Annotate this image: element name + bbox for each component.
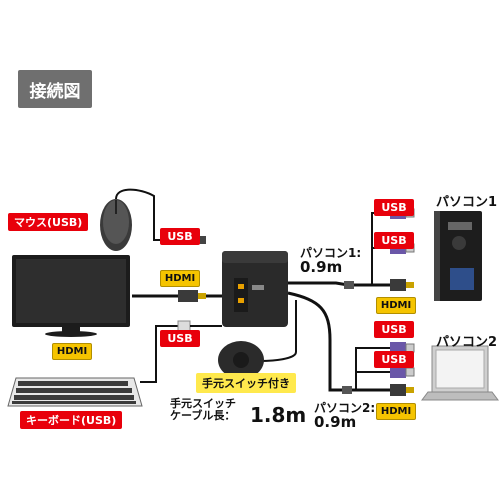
pc2-usb-tag-2: USB bbox=[374, 351, 414, 368]
mouse-usb-tag: USB bbox=[160, 228, 200, 245]
pc2-usb-tag-1: USB bbox=[374, 321, 414, 338]
pc1-usb-tag-2: USB bbox=[374, 232, 414, 249]
switch-cable-length: 1.8m bbox=[250, 403, 307, 427]
switch-cable-label-1: 手元スイッチ bbox=[170, 397, 236, 410]
pc2-hdmi-tag: HDMI bbox=[376, 403, 416, 420]
monitor-image bbox=[12, 255, 130, 337]
keyboard-label: キーボード(USB) bbox=[20, 411, 123, 429]
pc2-label: パソコン2 bbox=[436, 335, 498, 350]
hand-switch-image bbox=[218, 341, 264, 379]
page-title: 接続図 bbox=[18, 70, 92, 108]
monitor-hdmi-tag-top: HDMI bbox=[160, 270, 200, 287]
pc1-usb-tag-1: USB bbox=[374, 199, 414, 216]
hand-switch-label: 手元スイッチ付き bbox=[196, 373, 296, 393]
monitor-hdmi-tag: HDMI bbox=[52, 343, 92, 360]
pc1-cable-length: 0.9m bbox=[300, 257, 343, 276]
keyboard-image bbox=[7, 377, 143, 407]
pc2-laptop-image bbox=[421, 345, 499, 401]
mouse-image bbox=[100, 199, 132, 251]
pc1-hdmi-tag: HDMI bbox=[376, 297, 416, 314]
kvm-switch-image bbox=[222, 251, 288, 327]
pc1-tower-image bbox=[434, 211, 482, 301]
pc2-cable-length: 0.9m bbox=[314, 412, 357, 431]
pc1-label: パソコン1 bbox=[436, 195, 498, 210]
switch-cable-label-2: ケーブル長： bbox=[170, 408, 236, 422]
keyboard-usb-tag: USB bbox=[160, 330, 200, 347]
pc1-cable-name: パソコン1: bbox=[300, 246, 362, 260]
pc2-cable-name: パソコン2: bbox=[314, 401, 376, 415]
mouse-label: マウス(USB) bbox=[8, 213, 89, 231]
